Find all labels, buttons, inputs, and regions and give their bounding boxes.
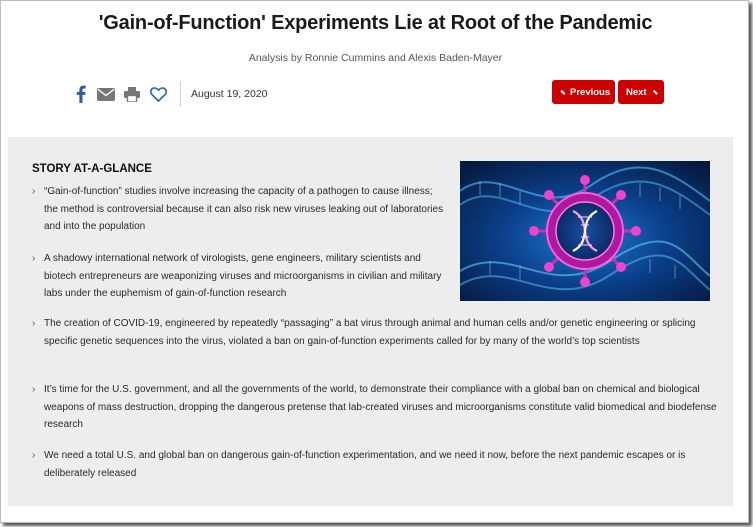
chevron-right-icon: › <box>32 450 36 461</box>
chevron-right-icon: › <box>32 318 36 329</box>
article-navigation: Previous Next <box>552 80 664 104</box>
chevron-right-icon: › <box>32 253 36 264</box>
toolbar-divider <box>180 81 181 107</box>
glance-heading: STORY AT-A-GLANCE <box>32 163 152 175</box>
email-icon[interactable] <box>96 82 116 106</box>
publish-date: August 19, 2020 <box>191 88 268 100</box>
print-icon[interactable] <box>122 82 142 106</box>
chevron-left-icon <box>560 89 566 95</box>
glance-item-text: The creation of COVID-19, engineered by … <box>44 318 696 347</box>
heart-icon[interactable] <box>148 82 168 106</box>
glance-item-text: A shadowy international network of virol… <box>44 253 442 299</box>
glance-item-text: It’s time for the U.S. government, and a… <box>44 384 717 430</box>
next-button[interactable]: Next <box>618 80 664 104</box>
previous-button-label: Previous <box>570 86 611 98</box>
glance-item: › “Gain-of-function” studies involve inc… <box>32 183 444 236</box>
glance-item-text: “Gain-of-function” studies involve incre… <box>44 186 444 232</box>
glance-item: › We need a total U.S. and global ban on… <box>32 447 722 482</box>
glance-item-text: We need a total U.S. and global ban on d… <box>44 450 686 479</box>
glance-item: › The creation of COVID-19, engineered b… <box>32 315 722 350</box>
share-toolbar: August 19, 2020 <box>74 80 267 108</box>
chevron-right-icon <box>652 89 658 95</box>
virus-dna-image <box>460 161 710 301</box>
chevron-right-icon: › <box>32 384 36 395</box>
article-byline: Analysis by Ronnie Cummins and Alexis Ba… <box>248 52 503 64</box>
story-at-a-glance-panel: STORY AT-A-GLANCE <box>8 137 733 506</box>
facebook-icon[interactable] <box>74 82 88 106</box>
article-title: 'Gain-of-Function' Experiments Lie at Ro… <box>98 12 653 34</box>
next-button-label: Next <box>626 86 647 98</box>
glance-item: › It’s time for the U.S. government, and… <box>32 381 722 434</box>
previous-button[interactable]: Previous <box>552 80 615 104</box>
chevron-right-icon: › <box>32 186 36 197</box>
glance-item: › A shadowy international network of vir… <box>32 250 444 303</box>
